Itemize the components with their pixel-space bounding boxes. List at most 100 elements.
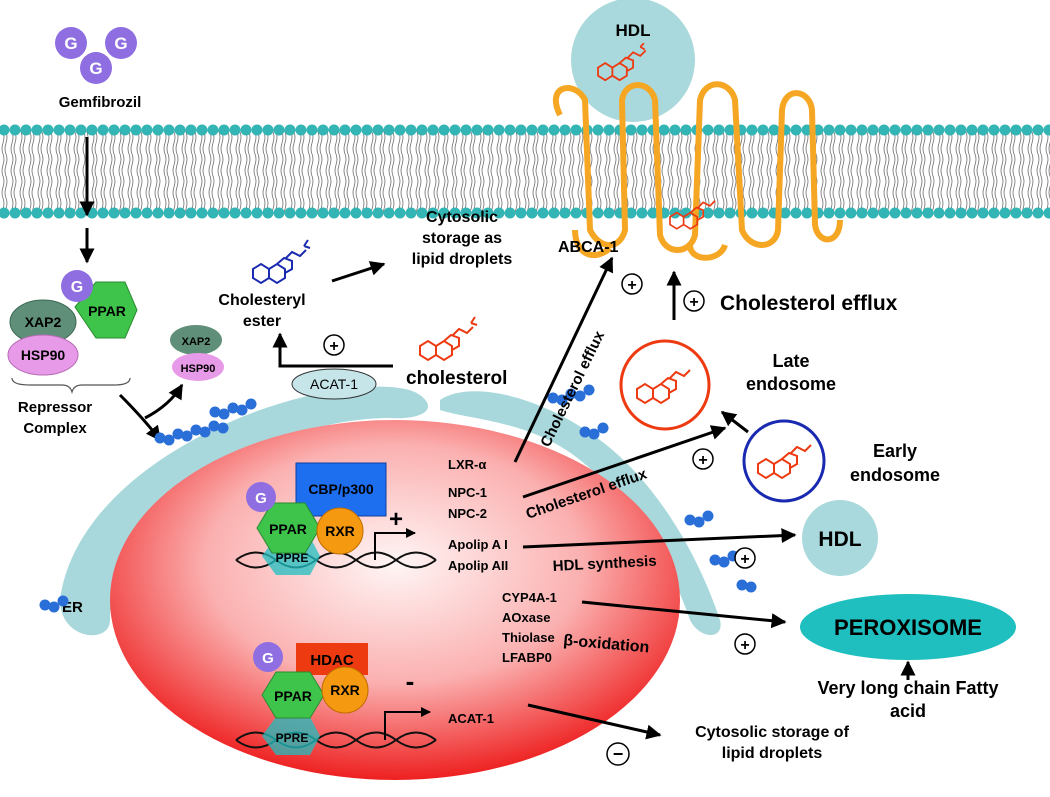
acat1-enzyme: ACAT-1 (291, 368, 377, 400)
phospholipid-head (1032, 207, 1044, 219)
phospholipid-head (229, 124, 241, 136)
plasma-membrane (0, 124, 1050, 219)
phospholipid-head (757, 124, 769, 136)
phospholipid-head (108, 207, 120, 219)
phospholipid-head (493, 207, 505, 219)
phospholipid-head (889, 124, 901, 136)
phospholipid-head (966, 207, 978, 219)
phospholipid-head (427, 207, 439, 219)
phospholipid-head (174, 124, 186, 136)
phospholipid-head (515, 124, 527, 136)
phospholipid-head (0, 207, 10, 219)
gene-label-acat: ACAT-1 (448, 711, 494, 726)
phospholipid-head (350, 207, 362, 219)
ribosome (702, 510, 714, 522)
phospholipid-head (867, 124, 879, 136)
phospholipid-head (669, 124, 681, 136)
phospholipid-head (526, 207, 538, 219)
early-endosome-l1: Early (873, 441, 917, 461)
phospholipid-head (559, 207, 571, 219)
ribosome (709, 554, 721, 566)
phospholipid-head (625, 124, 637, 136)
phospholipid-head (900, 124, 912, 136)
plus-sign: + (323, 334, 345, 356)
arrow (144, 383, 184, 420)
phospholipid-head (845, 207, 857, 219)
cholesterol-icon (669, 200, 716, 230)
phospholipid-head (339, 124, 351, 136)
active-ppar-complex: CBP/p300 PPRE PPAR RXR G + (235, 462, 437, 575)
arrow (522, 528, 797, 549)
phospholipid-head (504, 207, 516, 219)
phospholipid-head (702, 124, 714, 136)
phospholipid-head (306, 207, 318, 219)
phospholipid-head (20, 124, 32, 136)
phospholipid-head (526, 124, 538, 136)
svg-text:+: + (689, 294, 698, 311)
phospholipid-head (471, 124, 483, 136)
released-chaperones: XAP2 HSP90 (170, 325, 224, 381)
ribosome (236, 404, 248, 416)
late-endosome-l1: Late (772, 351, 809, 371)
ribosome (190, 424, 202, 436)
ribosome (565, 388, 577, 400)
free-cholesterol: cholesterol (406, 316, 507, 389)
phospholipid-head (900, 207, 912, 219)
phospholipid-head (251, 207, 263, 219)
phospholipid-head (295, 207, 307, 219)
abca1-transporter: ABCA-1 (552, 81, 843, 261)
hsp90-label: HSP90 (21, 347, 66, 363)
phospholipid-head (240, 124, 252, 136)
phospholipid-head (878, 207, 890, 219)
phospholipid-head (361, 207, 373, 219)
phospholipid-head (273, 124, 285, 136)
phospholipid-head (306, 124, 318, 136)
ribosome (172, 428, 184, 440)
ribosome-cluster (39, 384, 757, 613)
phospholipid-head (130, 207, 142, 219)
svg-text:+: + (740, 637, 749, 654)
repression-sign: - (406, 666, 415, 696)
phospholipid-head (317, 207, 329, 219)
phospholipid-head (482, 124, 494, 136)
repressed-ppar-complex: HDAC PPRE PPAR RXR G - (235, 642, 437, 755)
phospholipid-head (724, 124, 736, 136)
complex-caption-line2: Complex (23, 420, 87, 437)
phospholipid-head (537, 124, 549, 136)
drug-symbol: G (114, 34, 127, 53)
phospholipid-head (977, 207, 989, 219)
cholesteryl-ester-label-l2: ester (243, 313, 281, 330)
phospholipid-head (295, 124, 307, 136)
phospholipid-head (284, 124, 296, 136)
hdac-label: HDAC (310, 652, 353, 669)
phospholipid-head (174, 207, 186, 219)
plus-text: + (329, 338, 338, 355)
phospholipid-head (823, 124, 835, 136)
efflux-label-main: Cholesterol efflux (720, 292, 898, 315)
phospholipid-head (460, 124, 472, 136)
phospholipid-head (911, 124, 923, 136)
ribosome (579, 426, 591, 438)
gene-label: LFABP0 (502, 650, 552, 665)
phospholipid-head (53, 124, 65, 136)
arrow (720, 410, 749, 434)
phospholipid-head (647, 207, 659, 219)
phospholipid-head (559, 124, 571, 136)
phospholipid-head (515, 207, 527, 219)
complex-caption-line1: Repressor (18, 399, 92, 416)
phospholipid-head (636, 124, 648, 136)
hdl-particle-right: HDL (802, 500, 878, 576)
phospholipid-head (933, 124, 945, 136)
phospholipid-head (394, 207, 406, 219)
svg-text:+: + (698, 452, 707, 469)
cytosolic-storage-top: Cytosolic storage as lipid droplets (412, 209, 513, 268)
phospholipid-head (1032, 124, 1044, 136)
phospholipid-head (383, 124, 395, 136)
ribosome (154, 432, 166, 444)
ribosome (57, 595, 69, 607)
phospholipid-head (20, 207, 32, 219)
phospholipid-head (372, 207, 384, 219)
cholesterol-label: cholesterol (406, 368, 507, 389)
ribosome (181, 430, 193, 442)
